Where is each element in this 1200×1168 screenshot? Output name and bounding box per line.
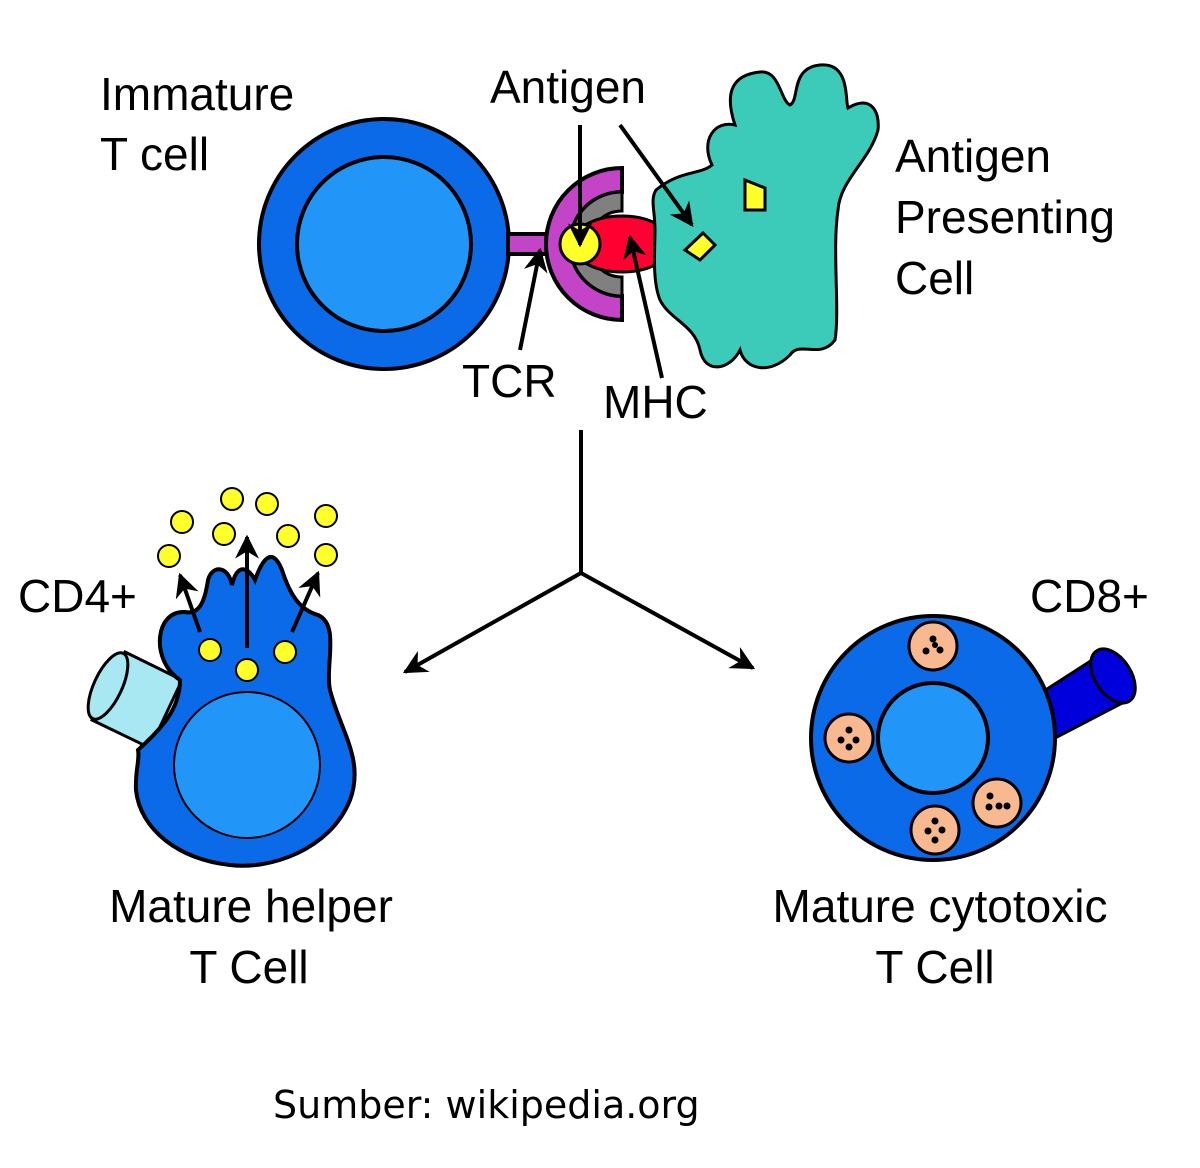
maturation-arrows [402,430,756,674]
label-apc-line1: Antigen [895,130,1051,182]
source-caption: Sumber: wikipedia.org [273,1083,700,1127]
secretion-arrows [175,534,321,648]
pointer-arrows [518,123,694,379]
granule [971,777,1023,829]
granule [909,804,961,856]
label-cd8: CD8+ [1030,570,1149,622]
granule [823,712,875,764]
granules [823,620,1023,856]
label-tcr: TCR [462,355,557,407]
label-immature: Immature [100,68,294,120]
label-cytotoxic-line2: T Cell [875,941,994,993]
label-antigen: Antigen [490,61,646,113]
label-helper-line2: T Cell [189,941,308,993]
mature-helper-t-cell [86,487,357,868]
label-helper-line1: Mature helper [109,880,393,932]
antigen-presenting-cell [651,63,880,370]
antigen-fragment [743,177,767,212]
mature-cytotoxic-t-cell [809,614,1137,862]
label-mhc: MHC [603,376,708,428]
antigen-fragment [682,230,718,262]
label-apc-line2: Presenting [895,191,1115,243]
label-apc-line3: Cell [895,252,974,304]
label-immature-t-cell: T cell [100,128,209,180]
granule [907,620,959,672]
label-cd4: CD4+ [18,570,137,622]
immature-t-cell [257,117,511,371]
label-cytotoxic-line1: Mature cytotoxic [773,880,1108,932]
cytokine-dots [157,487,338,682]
